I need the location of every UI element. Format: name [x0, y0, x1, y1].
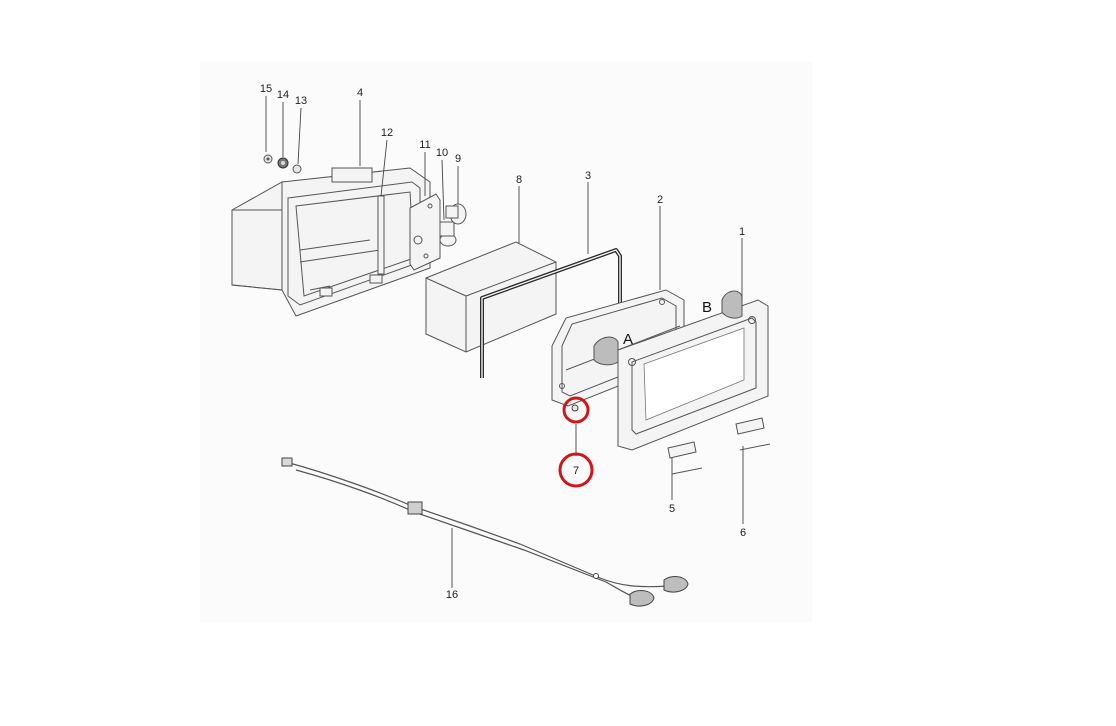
socket-part-10	[439, 221, 457, 247]
callout-9: 9	[455, 153, 461, 165]
leader-lines	[265, 96, 744, 588]
bracket-part-11	[409, 193, 441, 271]
frame-part-1	[617, 290, 769, 451]
screw-part-13	[292, 164, 302, 174]
callout-14: 14	[277, 89, 289, 101]
nut-part-14	[277, 157, 289, 169]
housing-part-4	[231, 167, 431, 317]
callout-7: 7	[573, 465, 579, 477]
callout-15: 15	[260, 83, 272, 95]
callout-4: 4	[357, 87, 363, 99]
callout-8: 8	[516, 174, 522, 186]
gasket-part-3	[480, 248, 622, 378]
detail-letter-b: B	[702, 299, 712, 316]
callout-5: 5	[669, 503, 675, 515]
bar-part-12	[377, 195, 385, 275]
callout-12: 12	[381, 127, 393, 139]
bulb-part-9	[445, 203, 467, 225]
callout-13: 13	[295, 95, 307, 107]
clip-part-6	[735, 417, 771, 451]
clip-part-5	[667, 441, 703, 475]
callout-2: 2	[657, 194, 663, 206]
lens-box-part-8	[425, 241, 557, 353]
fastener-part-7	[571, 404, 579, 412]
callout-10: 10	[436, 147, 448, 159]
callout-6: 6	[740, 527, 746, 539]
highlight-part-7	[558, 396, 594, 488]
detail-letter-a: A	[623, 331, 633, 348]
washer-part-15	[263, 154, 273, 164]
callout-16: 16	[446, 589, 458, 601]
callout-3: 3	[585, 170, 591, 182]
harness-part-16	[281, 457, 689, 607]
callout-11: 11	[419, 139, 430, 151]
callout-1: 1	[739, 226, 745, 238]
callout-labels: 15 14 13 4 12 11 10 9 8 3 2 1 5 6 7 16	[260, 83, 746, 601]
